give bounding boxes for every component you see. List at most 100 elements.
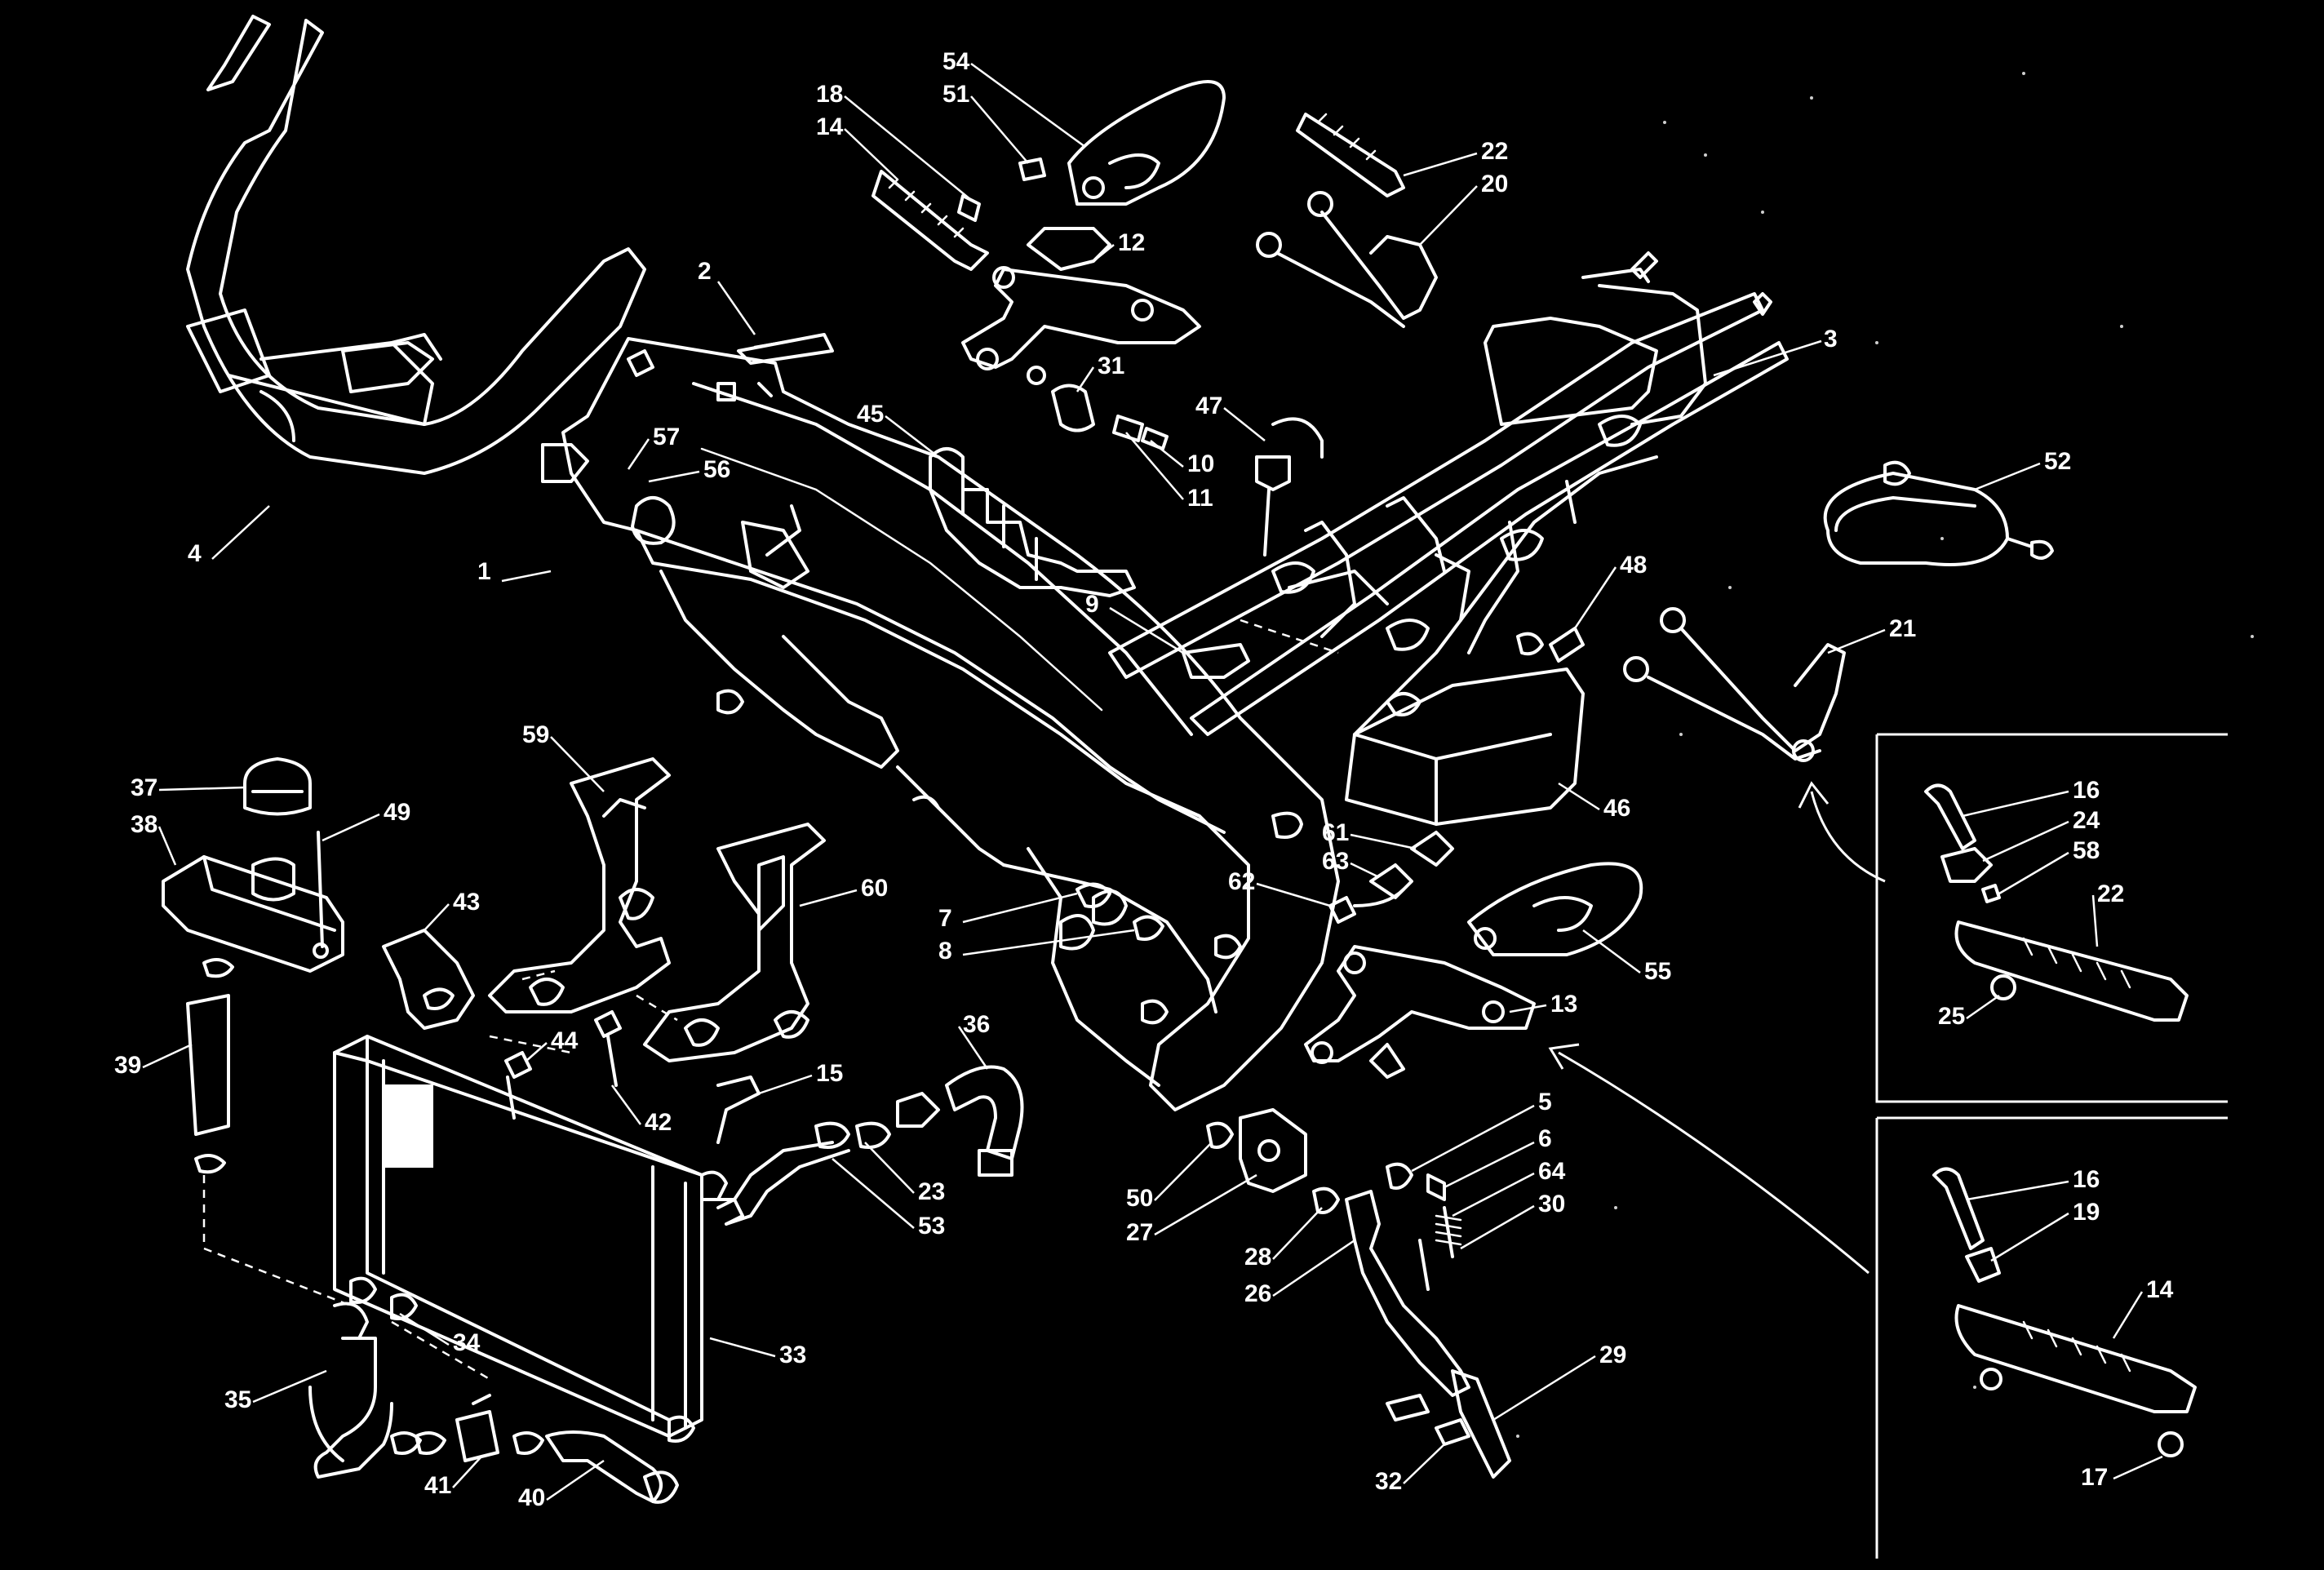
inset-arrows — [1548, 781, 1886, 1275]
callout-10: 10 — [1187, 450, 1214, 477]
callout-12: 12 — [1118, 229, 1145, 256]
swingarm-pivot — [1076, 882, 1164, 941]
callout-43: 43 — [453, 889, 480, 916]
callout-38: 38 — [131, 811, 157, 838]
callout-14b: 14 — [2146, 1276, 2174, 1303]
inset-panel-lower — [1875, 1116, 2228, 1559]
callout-5: 5 — [1538, 1089, 1552, 1115]
callout-6: 6 — [1538, 1125, 1552, 1152]
hoses-upper — [716, 1065, 1024, 1226]
heel-guard-lower — [1467, 862, 1643, 956]
callout-24: 24 — [2073, 807, 2100, 834]
callout-1: 1 — [477, 558, 491, 585]
scan-noise — [1516, 72, 2254, 1438]
callout-39: 39 — [114, 1052, 141, 1079]
fittings-61-63 — [1328, 831, 1454, 924]
callout-46: 46 — [1603, 795, 1630, 822]
callout-53: 53 — [918, 1213, 945, 1240]
bushings-upper — [1051, 384, 1169, 450]
callout-22a: 22 — [1481, 138, 1508, 165]
pedal-spring — [1386, 1162, 1462, 1291]
callout-36: 36 — [963, 1011, 990, 1038]
callout-8: 8 — [938, 938, 952, 965]
callout-26: 26 — [1244, 1280, 1271, 1307]
callout-20: 20 — [1481, 171, 1508, 197]
callout-29: 29 — [1599, 1342, 1626, 1368]
callout-37: 37 — [131, 774, 157, 801]
callout-62: 62 — [1228, 868, 1255, 895]
callout-30: 30 — [1538, 1191, 1565, 1217]
callout-15: 15 — [816, 1060, 843, 1087]
callout-49: 49 — [384, 799, 410, 826]
fairing-bracket — [186, 15, 646, 475]
callout-18: 18 — [816, 81, 843, 108]
callout-55: 55 — [1644, 958, 1671, 985]
wiring-clips — [929, 447, 1136, 597]
callout-32: 32 — [1375, 1468, 1402, 1495]
inset-panel-upper — [1875, 733, 2228, 1103]
callout-45: 45 — [857, 401, 884, 428]
callout-42: 42 — [645, 1109, 672, 1136]
callout-41: 41 — [424, 1472, 451, 1499]
bracket-9 — [1182, 643, 1250, 679]
callout-57: 57 — [653, 424, 680, 450]
callout-13: 13 — [1550, 991, 1577, 1018]
cable — [1823, 460, 2054, 566]
callout-21: 21 — [1889, 615, 1916, 642]
main-frame — [541, 337, 1340, 1111]
hose-39 — [186, 958, 234, 1174]
rear-subframe — [1108, 251, 1789, 736]
callout-28: 28 — [1244, 1244, 1271, 1271]
callout-56: 56 — [703, 456, 730, 483]
callout-2: 2 — [698, 258, 712, 285]
footpeg-upper — [872, 170, 989, 271]
callout-16b: 16 — [2073, 1166, 2100, 1193]
callout-54: 54 — [942, 48, 970, 75]
passenger-footpeg-upper — [1256, 113, 1438, 328]
callout-47: 47 — [1195, 392, 1222, 419]
callout-33: 33 — [779, 1342, 806, 1368]
callout-35: 35 — [224, 1386, 251, 1413]
callout-48: 48 — [1620, 552, 1647, 579]
callout-60: 60 — [861, 875, 888, 902]
callout-50: 50 — [1126, 1185, 1153, 1212]
callout-34: 34 — [453, 1329, 481, 1356]
brake-pedal — [1312, 1186, 1511, 1479]
radiator — [333, 1035, 744, 1443]
passenger-footpeg-right — [1623, 607, 1846, 762]
bolt-48 — [1549, 627, 1585, 663]
footrest-bracket-lower — [1304, 945, 1536, 1079]
hoses-lower — [308, 1302, 679, 1504]
callout-3: 3 — [1824, 326, 1838, 353]
heel-guard-upper — [1018, 80, 1226, 206]
callout-27: 27 — [1126, 1219, 1153, 1246]
callout-58: 58 — [2073, 837, 2100, 864]
callout-16a: 16 — [2073, 777, 2100, 804]
callout-25: 25 — [1938, 1003, 1965, 1030]
assembly-lines — [202, 619, 1339, 1381]
callout-23: 23 — [918, 1178, 945, 1205]
callout-31: 31 — [1098, 353, 1124, 379]
bracket-43 — [382, 929, 475, 1030]
expansion-tank — [162, 757, 344, 973]
callout-17: 17 — [2081, 1464, 2108, 1491]
callout-51: 51 — [942, 81, 969, 108]
callout-61: 61 — [1322, 819, 1349, 846]
callout-7: 7 — [938, 905, 952, 932]
callout-40: 40 — [518, 1484, 545, 1511]
callout-14a: 14 — [816, 113, 844, 140]
callout-44: 44 — [551, 1027, 579, 1054]
callout-9: 9 — [1085, 591, 1099, 618]
sensor — [1255, 417, 1324, 557]
callout-52: 52 — [2044, 448, 2071, 475]
callout-11: 11 — [1187, 485, 1213, 512]
callout-64: 64 — [1538, 1158, 1566, 1185]
callouts: 1 2 3 4 5 6 7 8 9 10 11 12 13 14 14 15 1… — [114, 48, 2174, 1511]
callout-59: 59 — [522, 721, 549, 748]
callout-4: 4 — [188, 540, 202, 567]
callout-22b: 22 — [2097, 880, 2124, 907]
callout-19: 19 — [2073, 1199, 2100, 1226]
battery-tray — [1345, 632, 1585, 826]
bracket-27 — [1206, 1108, 1307, 1193]
